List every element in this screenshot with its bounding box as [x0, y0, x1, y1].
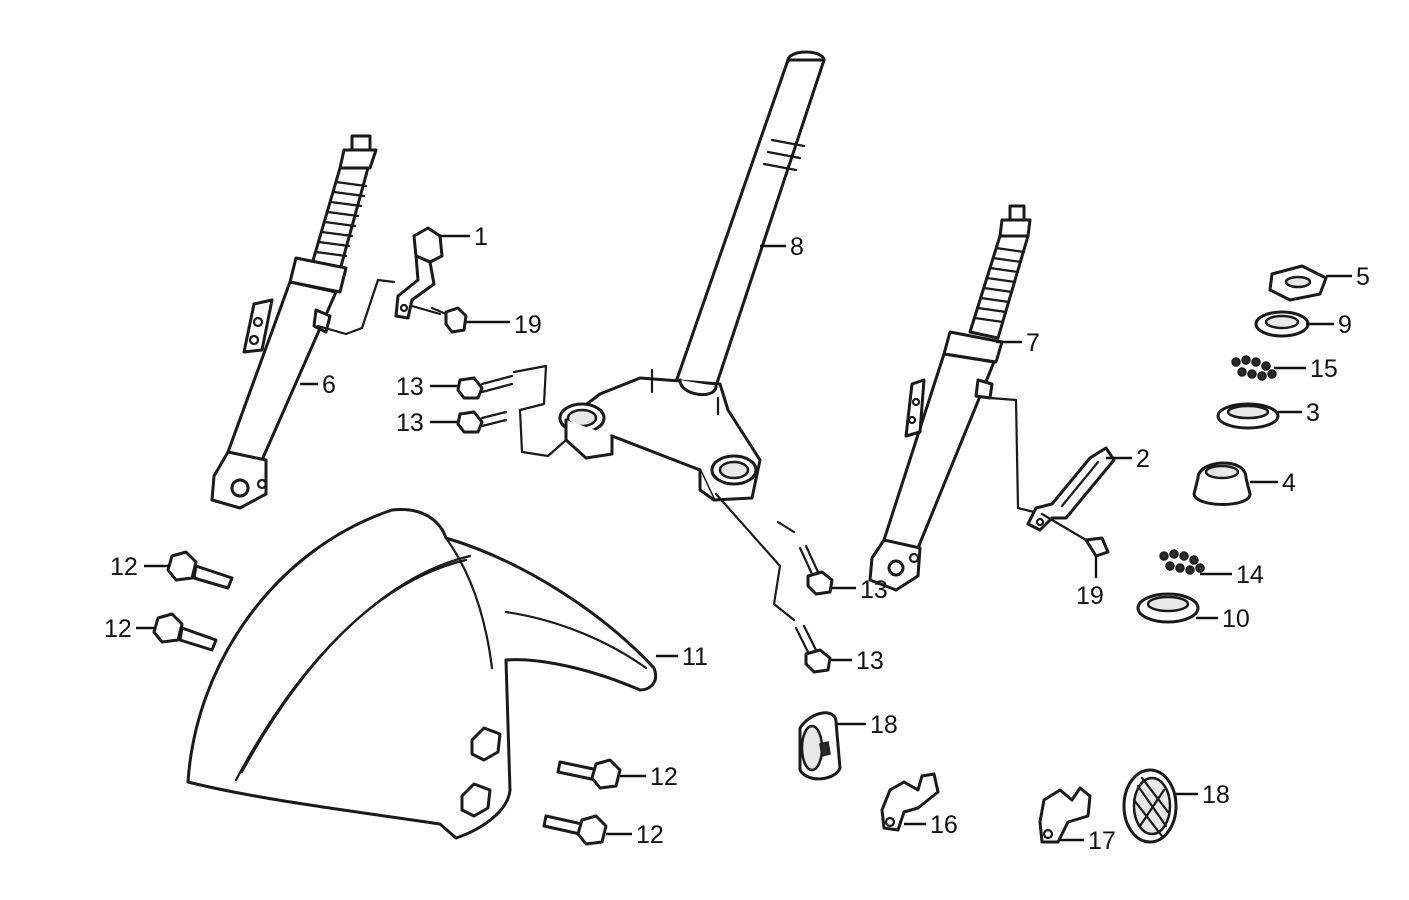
balls-15 — [1231, 355, 1277, 381]
callout-19b: 19 — [1076, 582, 1104, 610]
bolt-13-right-upper — [798, 544, 834, 596]
callout-17: 17 — [1088, 827, 1116, 855]
callout-12a: 12 — [110, 553, 138, 581]
callout-12d: 12 — [636, 821, 664, 849]
nut-5 — [1268, 264, 1328, 302]
callout-3: 3 — [1306, 399, 1320, 427]
callout-16: 16 — [930, 811, 958, 839]
steering-stem — [558, 50, 826, 502]
race-3 — [1216, 402, 1280, 430]
reflector-18-left — [798, 711, 842, 781]
callout-13c: 13 — [860, 576, 888, 604]
bolt-19-left — [430, 306, 468, 334]
callout-18b: 18 — [1202, 781, 1230, 809]
callout-15: 15 — [1310, 355, 1338, 383]
callout-labels: 1 2 3 4 5 6 7 8 9 10 11 12 12 12 12 13 1… — [104, 223, 1370, 855]
bolt-12-c — [556, 758, 622, 790]
leader-13-clamp — [512, 364, 568, 458]
race-10 — [1136, 592, 1200, 624]
callout-4: 4 — [1282, 469, 1296, 497]
callout-12c: 12 — [650, 763, 678, 791]
reflector-bracket-17 — [1038, 786, 1092, 844]
left-fork-leg — [210, 134, 378, 510]
callout-10: 10 — [1222, 605, 1250, 633]
leader-lines — [136, 234, 1352, 842]
washer-9 — [1254, 310, 1310, 338]
callout-18a: 18 — [870, 711, 898, 739]
race-4 — [1192, 461, 1252, 506]
reflector-bracket-16 — [880, 772, 940, 832]
bolt-13-lower — [456, 410, 508, 434]
balls-14 — [1159, 549, 1205, 575]
callout-5: 5 — [1356, 263, 1370, 291]
brake-hose-bracket-left — [316, 226, 444, 336]
front-fender — [186, 508, 657, 840]
brake-hose-bracket-right — [1026, 446, 1116, 542]
callout-13b: 13 — [396, 409, 424, 437]
callout-2: 2 — [1136, 445, 1150, 473]
bolt-13-upper — [456, 374, 514, 400]
callout-12b: 12 — [104, 615, 132, 643]
right-fork-leg — [868, 204, 1036, 592]
callout-11: 11 — [682, 643, 708, 671]
callout-1: 1 — [474, 223, 488, 251]
bolt-12-d — [542, 814, 608, 846]
callout-19a: 19 — [514, 311, 542, 339]
leader-13-lower-clamp — [714, 492, 796, 622]
callout-14: 14 — [1236, 561, 1264, 589]
callout-6: 6 — [322, 371, 336, 399]
callout-8: 8 — [790, 233, 804, 261]
bolt-12-b — [152, 612, 218, 652]
callout-9: 9 — [1338, 311, 1352, 339]
callout-7: 7 — [1026, 329, 1040, 357]
bolt-13-right-lower — [794, 624, 832, 674]
reflector-18-right — [1122, 768, 1178, 844]
callout-13d: 13 — [856, 647, 884, 675]
bolt-12-a — [166, 550, 234, 590]
bolt-19-right — [1084, 536, 1110, 558]
callout-13a: 13 — [396, 373, 424, 401]
